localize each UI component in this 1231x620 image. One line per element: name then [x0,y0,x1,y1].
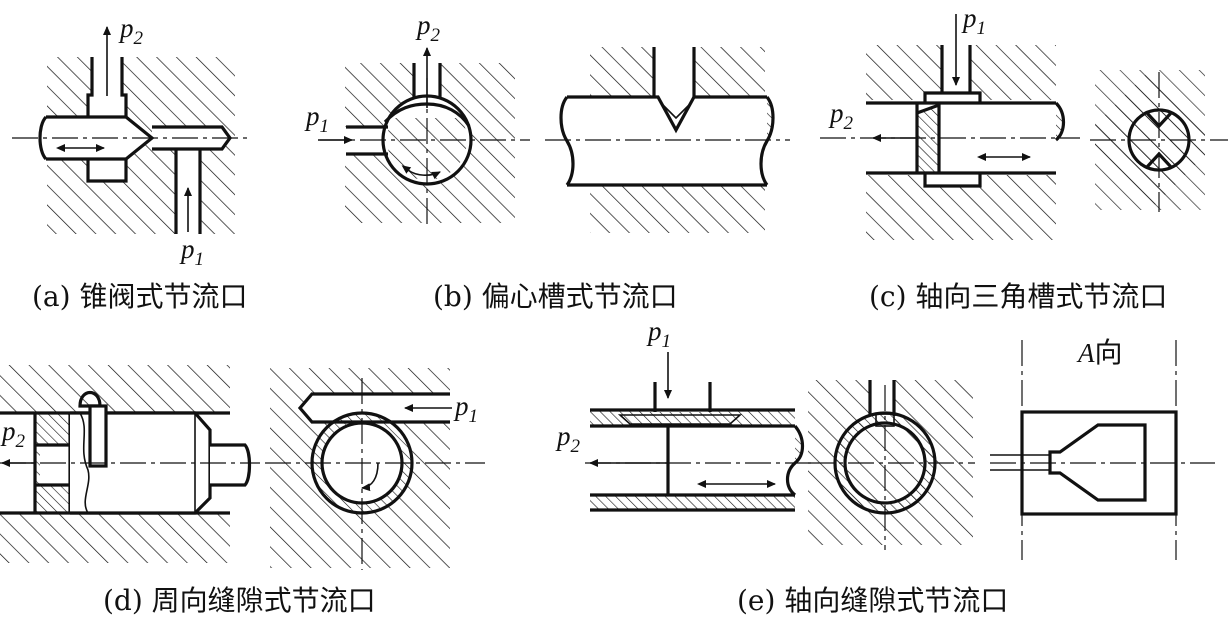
caption-e: (e) 轴向缝隙式节流口 [737,584,1008,617]
pressure-label-p2: p2 [828,98,854,134]
diagram-b-eccentric-groove: p2 p1 [304,10,790,233]
diagram-c-axial-triangle-groove: p1 p2 [820,3,1228,240]
pressure-label-p1: p1 [304,101,329,137]
pressure-label-p1: p1 [961,3,986,39]
view-a-label: A向 [1076,336,1123,369]
caption-d: (d) 周向缝隙式节流口 [103,584,376,617]
pressure-label-p1: p1 [179,234,204,270]
pressure-label-p1: p1 [646,316,671,352]
caption-a: (a) 锥阀式节流口 [32,280,247,313]
caption-c: (c) 轴向三角槽式节流口 [869,280,1167,313]
caption-b: (b) 偏心槽式节流口 [433,280,678,313]
diagram-d-circumferential-slit: p2 p1 [0,365,485,570]
pressure-label-p2: p2 [0,416,26,452]
pressure-label-p1: p1 [453,391,478,427]
pressure-label-p2: p2 [415,10,441,46]
diagram-e-axial-slit: p1 p2 A向 [555,316,1215,560]
pressure-label-p2: p2 [118,13,144,49]
pressure-label-p2: p2 [555,421,581,457]
diagram-a-cone-valve: p2 p1 [12,13,250,270]
